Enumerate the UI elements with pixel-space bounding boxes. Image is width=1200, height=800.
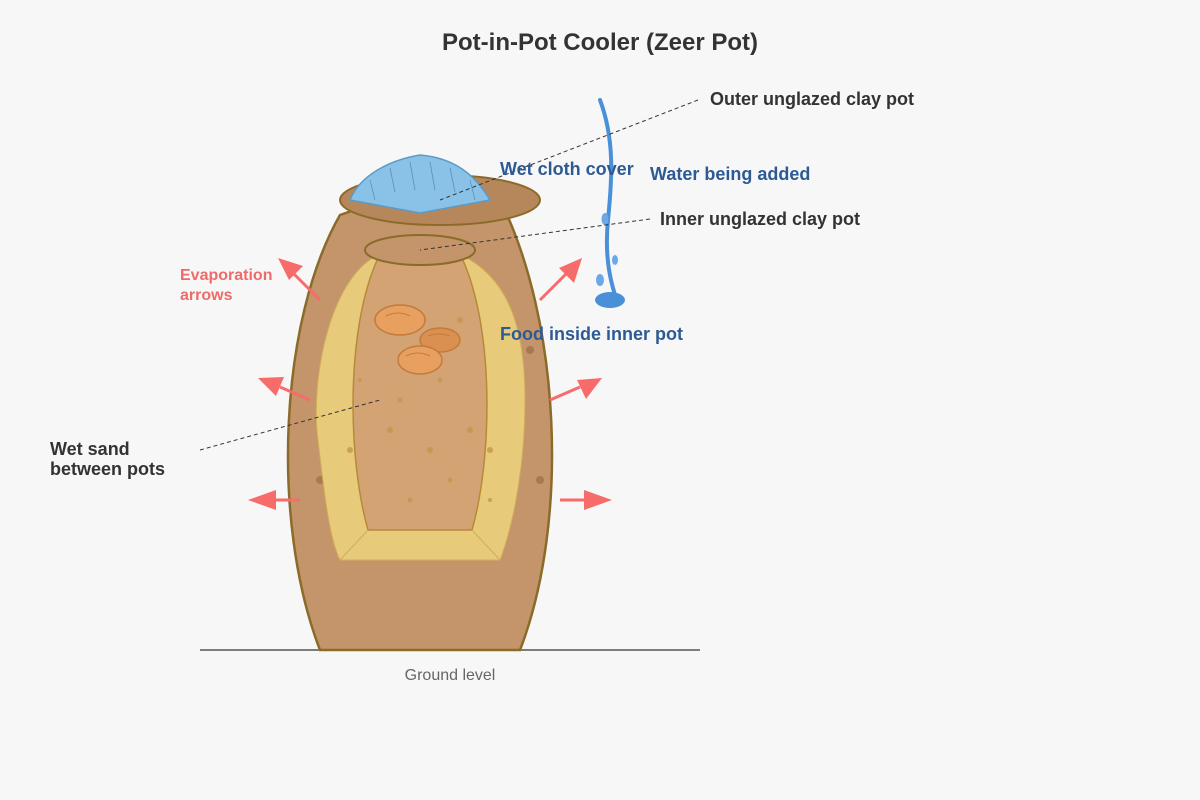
water-drop — [596, 274, 604, 286]
evaporation-arrow — [560, 490, 612, 510]
diagram-title: Pot-in-Pot Cooler (Zeer Pot) — [442, 29, 758, 56]
cloth-folds — [369, 161, 476, 201]
food-item — [397, 345, 443, 375]
inner-pot-label: Inner unglazed clay pot — [660, 209, 860, 229]
wet-cloth-cover — [348, 154, 492, 214]
inner-pot-pores — [358, 317, 473, 503]
evaporation-label-line2: arrows — [180, 287, 233, 304]
wet-sand-label-line1: Wet sand — [50, 439, 130, 459]
water-puddle — [595, 292, 625, 308]
evaporation-arrow — [258, 377, 311, 402]
evaporation-arrow — [538, 258, 582, 302]
ground-level-label: Ground level — [405, 667, 496, 684]
water-drop — [612, 255, 618, 265]
food-label: Food inside inner pot — [500, 324, 683, 344]
evaporation-arrows — [248, 258, 612, 510]
food-items — [374, 304, 461, 375]
food-item — [419, 327, 461, 353]
evaporation-arrow — [278, 258, 322, 302]
inner-clay-pot — [352, 257, 488, 531]
food-item — [374, 304, 426, 336]
wet-cloth-label: Wet cloth cover — [500, 159, 634, 179]
water-stream — [595, 98, 625, 308]
leader-inner-pot — [419, 218, 651, 251]
water-flow — [598, 98, 617, 297]
outer-pot-label: Outer unglazed clay pot — [710, 89, 914, 109]
leader-wet-sand — [199, 399, 381, 451]
wet-sand-label-line2: between pots — [50, 459, 165, 479]
water-drop — [601, 213, 609, 225]
evaporation-arrow — [248, 490, 300, 510]
evaporation-label-line1: Evaporation — [180, 267, 272, 284]
water-label: Water being added — [650, 164, 810, 184]
evaporation-arrow — [549, 378, 602, 402]
